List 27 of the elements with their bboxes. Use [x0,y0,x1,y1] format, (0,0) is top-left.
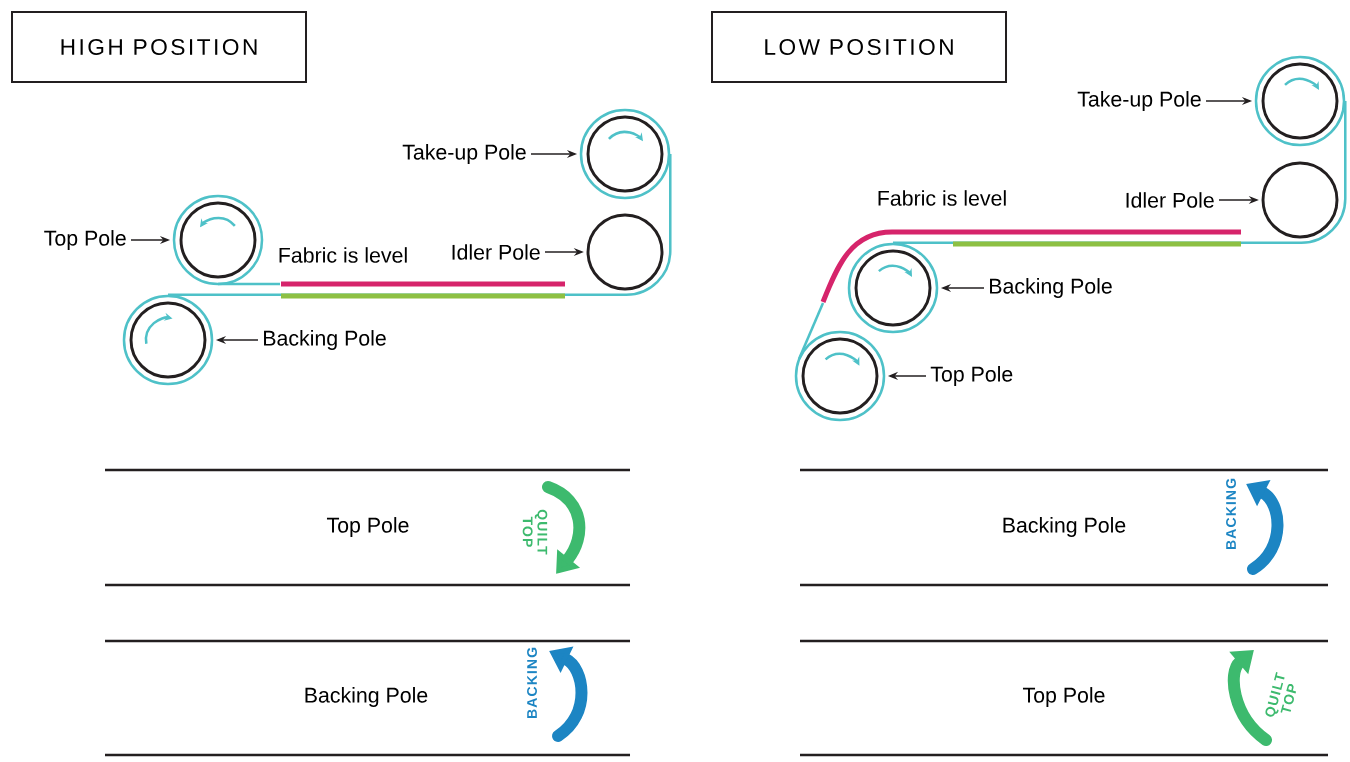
pole-circle [794,330,886,422]
arrow-text: BACKING [1226,478,1236,550]
pole-label: Backing Pole [990,278,1112,298]
pole-circle [1254,55,1346,147]
pole-circle [586,213,664,291]
note-text: Fabric is level [878,190,1006,206]
pole-label: Take-up Pole [1077,91,1201,111]
pole-label: Take-up Pole [402,144,526,164]
pole-label: Backing Pole [264,330,386,350]
arrow-text: BACKING [527,647,537,719]
arrow-text: QUILT TOP [522,509,548,555]
row-label: Top Pole [1023,687,1105,707]
pole-label: Idler Pole [1126,192,1214,208]
pole-circle [122,294,214,386]
heading-box: HIGH POSITION [11,11,307,83]
pole-circle [847,242,939,334]
pole-circle [172,194,264,286]
pole-circle [579,108,671,200]
pole-label: Top Pole [930,366,1013,386]
row-label: Backing Pole [1003,517,1126,537]
heading-box: LOW POSITION [711,11,1007,83]
pole-label: Top Pole [44,230,126,250]
row-label: Top Pole [327,517,409,537]
arrow-text: QUILT TOP [1265,672,1297,717]
pole-label: Idler Pole [452,244,540,260]
row-label: Backing Pole [305,687,428,707]
pole-circle [1261,161,1339,239]
